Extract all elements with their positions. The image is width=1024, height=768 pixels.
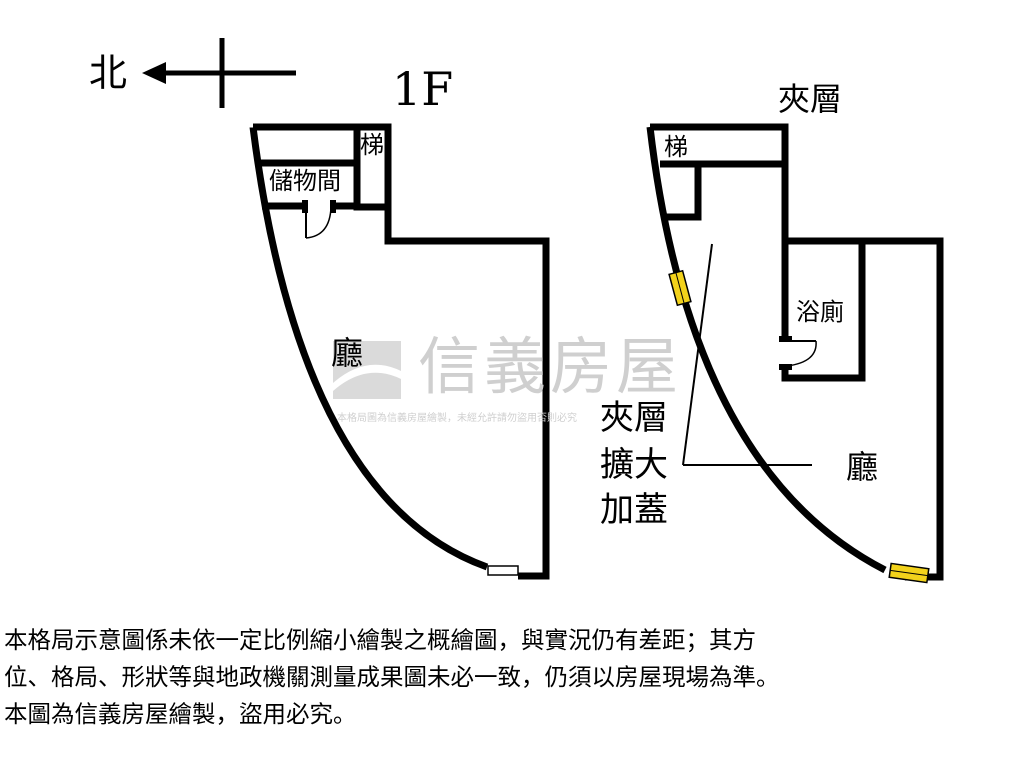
watermark-logo: [333, 341, 401, 399]
compass-north-label: 北: [89, 51, 128, 95]
mezzanine-openings: [668, 243, 930, 584]
disclaimer-line: 位、格局、形狀等與地政機關測量成果圖未必一致，仍須以房屋現場為準。: [4, 663, 780, 691]
watermark-brand: 信義房屋: [418, 330, 683, 403]
bathroom-label: 浴廁: [796, 298, 844, 326]
mezzanine-title: 夾層: [778, 80, 843, 118]
expansion-annotation-line-3: 加蓋: [600, 490, 668, 530]
mezzanine-hall-label: 廳: [846, 448, 879, 486]
expansion-annotation-line-2: 擴大: [600, 445, 668, 485]
floor-1f-stairs-label: 梯: [360, 131, 384, 159]
floor-1f-openings: [302, 200, 519, 576]
disclaimer-line: 本格局示意圖係未依一定比例縮小繪製之概繪圖，與實況仍有差距；其方: [4, 626, 756, 654]
bathroom-door-swing: [786, 340, 817, 367]
disclaimer-line: 本圖為信義房屋繪製，盜用必究。: [4, 700, 357, 728]
floor-1f-plan: [249, 123, 550, 580]
floor-1f-hall-label: 廳: [331, 334, 364, 372]
mezzanine-south-window: [888, 562, 930, 584]
disclaimer-text: 本格局示意圖係未依一定比例縮小繪製之概繪圖，與實況仍有差距；其方 位、格局、形狀…: [4, 622, 1022, 733]
expansion-annotation-line-1: 夾層: [600, 398, 668, 438]
mezzanine-stair-walls: [660, 160, 785, 221]
mezzanine-plan: [646, 123, 944, 581]
mezzanine-west-window: [668, 269, 692, 307]
bathroom-walls: [781, 241, 866, 382]
storage-room-label: 儲物間: [269, 167, 341, 195]
front-door-threshold: [487, 565, 519, 576]
floor-plan-canvas: [142, 38, 944, 584]
floor-1f-title: 1F: [392, 62, 454, 116]
watermark-notice: 本格局圖為信義房屋繪製，未經允許請勿盜用否則必究: [337, 413, 577, 424]
north-arrow: [142, 38, 296, 108]
storage-door-swing: [305, 206, 332, 239]
expansion-leader-diagonal: [682, 243, 713, 466]
mezzanine-stairs-label: 梯: [664, 133, 688, 161]
storage-room-walls: [255, 127, 388, 211]
mezzanine-outer-wall: [646, 123, 944, 581]
floor-1f-outer-wall: [249, 123, 550, 580]
